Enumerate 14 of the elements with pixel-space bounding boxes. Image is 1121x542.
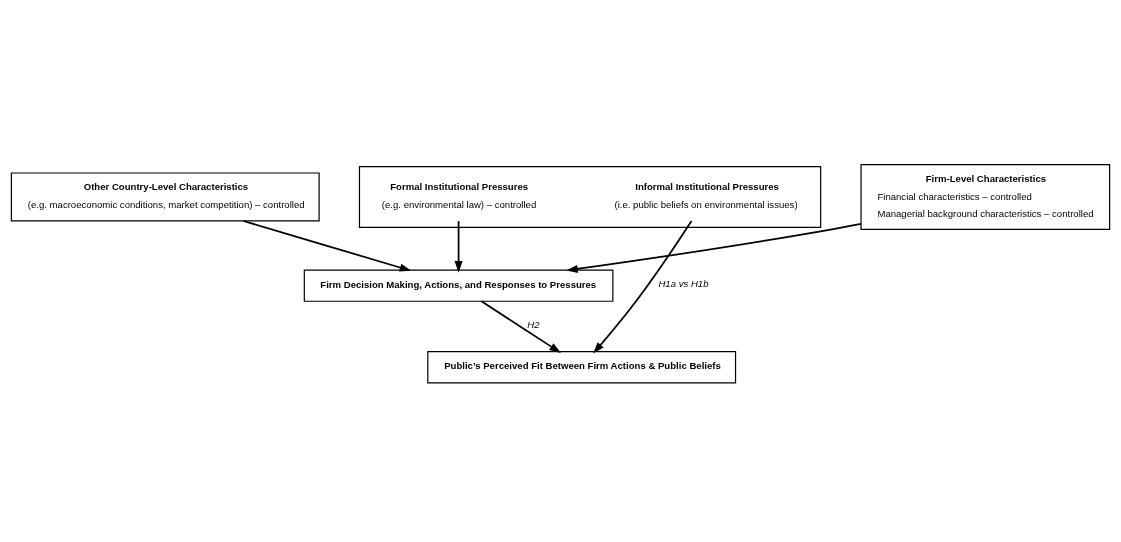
arrow [593, 219, 693, 353]
node-box: Other Country-Level Characteristics (e.g. macroeconomic conditions, market competition) – controlled [10, 171, 320, 222]
node-box: Firm-Level Characteristics Financial characteristics – controlled Managerial background characteristics – controlled [860, 163, 1111, 230]
cluster [358, 165, 822, 228]
node-text: Informal Institutional Pressures (i.e. public beliefs on environmental issues) [614, 180, 798, 210]
node-box: Firm Decision Making, Actions, and Responses to Pressures [303, 269, 614, 302]
arrow [566, 222, 862, 273]
node-box: Public’s Perceived Fit Between Firm Actions & Public Beliefs [427, 350, 737, 383]
arrow [454, 219, 463, 273]
arrow [242, 219, 412, 271]
edge-label: H2 [527, 318, 540, 330]
edge-label: H1a vs H1b [658, 277, 709, 289]
arrow [480, 299, 561, 353]
node-text: Formal Institutional Pressures (e.g. environmental law) – controlled [381, 180, 537, 210]
